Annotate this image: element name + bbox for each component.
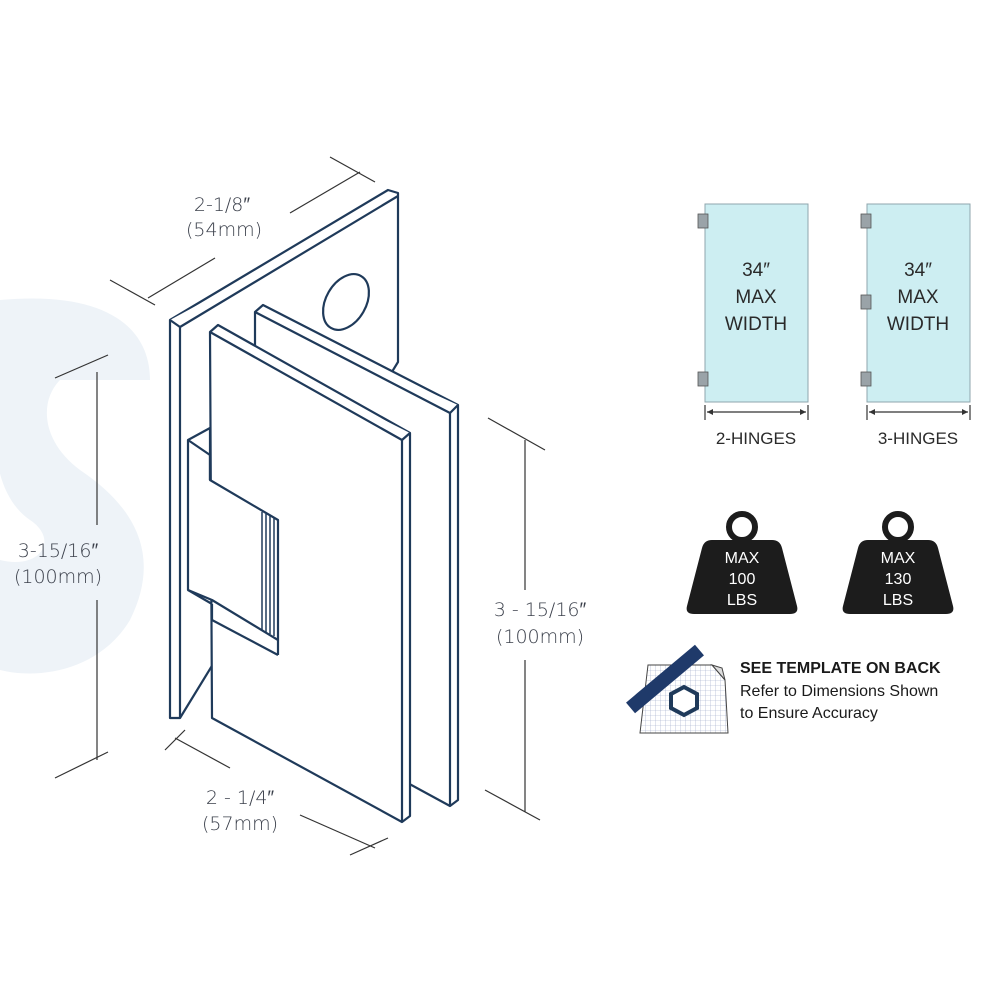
weight-max: MAX	[881, 550, 916, 567]
dimension-lines	[54, 156, 546, 856]
right-height-inch: 3 - 15/16″	[494, 599, 587, 621]
bottom-width-inch: 2 - 1/4″	[206, 787, 275, 809]
hinge-icon	[697, 213, 709, 229]
weight-icon-130: MAX 130 LBS	[842, 511, 954, 614]
weight-max: MAX	[725, 550, 760, 567]
weight-unit: LBS	[883, 592, 913, 609]
weight-value: 130	[885, 571, 912, 588]
panel-width-value: 34″	[904, 260, 932, 281]
mounting-hole	[321, 273, 371, 331]
hex-nut-icon	[669, 684, 699, 718]
hinge-icon	[697, 371, 709, 387]
front-clamp-plate	[208, 323, 412, 824]
weight-icon-100: MAX 100 LBS	[686, 511, 798, 614]
template-icon	[626, 644, 729, 734]
panel-max-label: MAX	[735, 287, 777, 308]
template-title: SEE TEMPLATE ON BACK	[740, 660, 941, 677]
panel-width-label: WIDTH	[725, 314, 787, 335]
watermark-logo	[0, 298, 150, 674]
panel-hinge-count: 3-HINGES	[878, 429, 958, 448]
weight-unit: LBS	[727, 592, 757, 609]
hinge-icon	[860, 294, 872, 310]
template-line-1: Refer to Dimensions Shown	[740, 683, 938, 700]
panel-max-label: MAX	[897, 287, 939, 308]
glass-panel-2-hinges: 34″ MAX WIDTH 2-HINGES	[697, 203, 809, 448]
top-width-inch: 2-1/8″	[194, 194, 251, 216]
template-line-2: to Ensure Accuracy	[740, 705, 878, 722]
panel-width-value: 34″	[742, 260, 770, 281]
left-height-mm: (100mm)	[14, 566, 102, 588]
glass-panel-3-hinges: 34″ MAX WIDTH 3-HINGES	[860, 203, 971, 448]
hinge-icon	[860, 213, 872, 229]
panel-hinge-count: 2-HINGES	[716, 429, 796, 448]
hinge-icon	[860, 371, 872, 387]
weight-value: 100	[729, 571, 756, 588]
right-height-mm: (100mm)	[496, 626, 584, 648]
hinge-body	[186, 426, 280, 656]
panel-width-label: WIDTH	[887, 314, 949, 335]
ruler-icon	[626, 644, 704, 714]
left-height-inch: 3-15/16″	[18, 540, 99, 562]
bottom-width-mm: (57mm)	[202, 813, 278, 835]
top-width-mm: (54mm)	[186, 219, 262, 241]
